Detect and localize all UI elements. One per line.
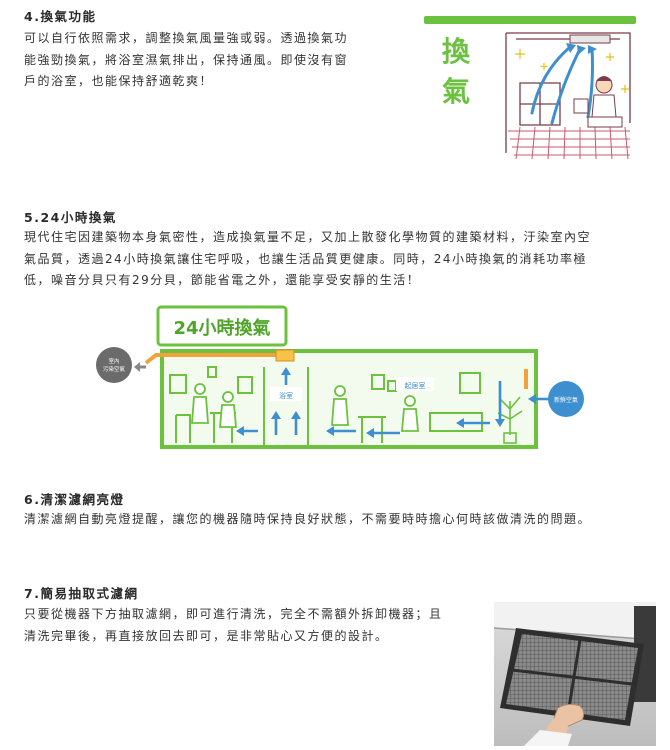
section-4-line-2: 能強勁換氣，將浴室濕氣排出，保持通風。即使沒有窗	[24, 52, 349, 67]
section-7-heading: 7.簡易抽取式濾網	[24, 586, 139, 601]
bathroom-label: 浴室	[279, 391, 293, 400]
vent-char-1: 換	[442, 35, 471, 68]
section-7-line-1: 只要從機器下方抽取濾網，即可進行清洗，完全不需額外拆卸機器；且	[24, 607, 443, 621]
section-4-body: 可以自行依照需求，調整換氣風量強或弱。透過換氣功 能強勁換氣，將浴室濕氣排出，保…	[24, 28, 404, 93]
ventilation-24h-diagram: 24小時換氣 室內 污染空氣 新鮮空氣	[90, 305, 590, 453]
polluted-air-label-1: 室內	[108, 357, 119, 365]
section-5-body: 現代住宅因建築物本身氣密性，造成換氣量不足，又加上散發化學物質的建築材料，汙染室…	[24, 227, 664, 292]
living-room-label: 起居室	[405, 381, 426, 390]
ventilation-illustration: 換 氣	[420, 13, 646, 163]
section-7-body: 只要從機器下方抽取濾網，即可進行清洗，完全不需額外拆卸機器；且 清洗完畢後，再直…	[24, 604, 494, 647]
section-4-heading: 4.換氣功能	[24, 9, 97, 24]
ventilation-illustration-svg: 換 氣	[424, 16, 636, 160]
section-7-line-2: 清洗完畢後，再直接放回去即可，是非常貼心又方便的設計。	[24, 628, 389, 643]
section-6-body: 清潔濾網自動亮燈提醒，讓您的機器隨時保持良好狀態，不需要時時擔心何時該做清洗的問…	[24, 509, 664, 531]
section-6-heading: 6.清潔濾網亮燈	[24, 492, 125, 507]
filter-removal-photo-svg	[494, 602, 656, 746]
section-5-heading: 5.24小時換氣	[24, 210, 117, 225]
section-5-line-1: 現代住宅因建築物本身氣密性，造成換氣量不足，又加上散發化學物質的建築材料，汙染室…	[24, 230, 592, 244]
section-4-line-1: 可以自行依照需求，調整換氣風量強或弱。透過換氣功	[24, 31, 349, 45]
section-6-line-1: 清潔濾網自動亮燈提醒，讓您的機器隨時保持良好狀態，不需要時時擔心何時該做清洗的問…	[24, 512, 592, 526]
diagram-title: 24小時換氣	[173, 317, 270, 339]
filter-removal-photo	[494, 602, 656, 746]
ventilation-24h-diagram-svg: 24小時換氣 室內 污染空氣 新鮮空氣	[96, 305, 584, 449]
vent-char-2: 氣	[442, 75, 470, 108]
fresh-air-label: 新鮮空氣	[554, 396, 578, 404]
section-5-line-2: 氣品質，透過24小時換氣讓住宅呼吸，也讓生活品質更健康。同時，24小時換氣的消耗…	[24, 251, 588, 266]
polluted-air-label-2: 污染空氣	[103, 365, 126, 373]
section-4-line-3: 戶的浴室，也能保持舒適乾爽！	[24, 74, 214, 88]
section-5-line-3: 低，噪音分貝只有29分貝，節能省電之外，還能享受安靜的生活！	[24, 273, 421, 287]
